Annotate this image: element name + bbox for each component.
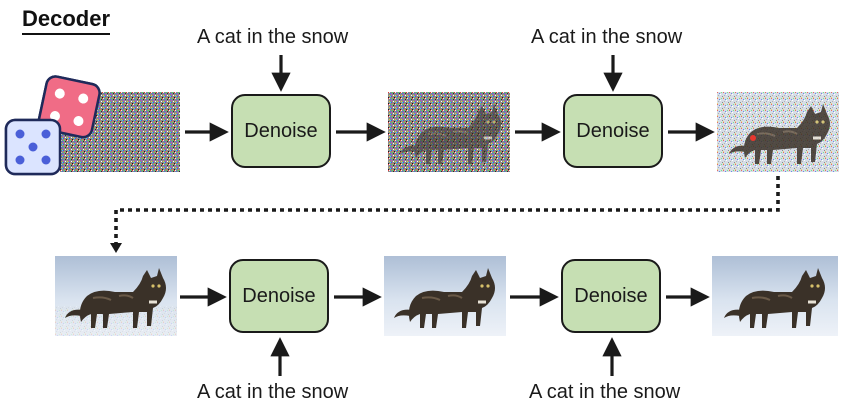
dotted-connector [116,176,778,244]
